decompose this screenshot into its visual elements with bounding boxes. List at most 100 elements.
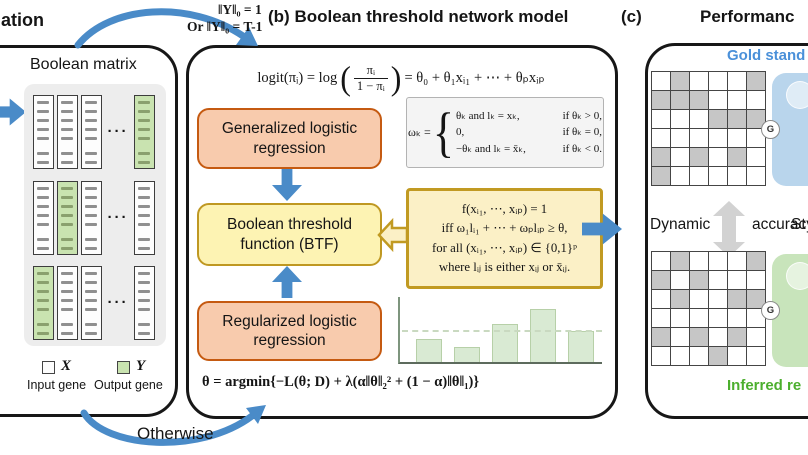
dash bbox=[138, 152, 150, 155]
dash bbox=[138, 161, 150, 164]
matrix-column bbox=[57, 181, 78, 255]
dash bbox=[138, 247, 150, 250]
grid-cell bbox=[690, 309, 708, 327]
boolean-matrix-label: Boolean matrix bbox=[30, 56, 137, 73]
dash bbox=[37, 137, 49, 140]
grid-cell bbox=[709, 309, 727, 327]
dash bbox=[37, 281, 49, 284]
dash bbox=[37, 101, 49, 104]
inferred-grid bbox=[651, 251, 766, 366]
dash bbox=[138, 223, 150, 226]
dash bbox=[138, 281, 150, 284]
grid-cell bbox=[709, 72, 727, 90]
dash bbox=[61, 238, 73, 241]
grid-cell bbox=[652, 328, 670, 346]
dash bbox=[138, 187, 150, 190]
gold-standard-grid bbox=[651, 71, 766, 186]
dash bbox=[37, 272, 49, 275]
dash bbox=[85, 110, 97, 113]
inferred-network-panel: G bbox=[761, 254, 808, 367]
argmin-formula: θ = argmin{−L(θ; D) + λ(α‖θ‖₂² + (1 − α)… bbox=[202, 374, 480, 390]
inferred-results-label: Inferred re bbox=[727, 377, 802, 394]
omega-case-row: θₖ and lₖ = xₖ,if θₖ > 0, bbox=[456, 108, 602, 125]
case-condition: if θₖ < 0. bbox=[562, 142, 602, 155]
dash bbox=[37, 187, 49, 190]
grid-cell bbox=[709, 167, 727, 185]
dash bbox=[37, 247, 49, 250]
dash bbox=[61, 247, 73, 250]
case-condition: if θₖ = 0, bbox=[562, 126, 602, 139]
dash bbox=[85, 101, 97, 104]
dash bbox=[85, 308, 97, 311]
dash bbox=[85, 238, 97, 241]
grid-cell bbox=[747, 110, 765, 128]
grid-cell bbox=[671, 290, 689, 308]
dash bbox=[85, 290, 97, 293]
top-condition-line2: Or ‖Y‖₀ = T-1 bbox=[187, 19, 263, 34]
dash bbox=[37, 223, 49, 226]
dash bbox=[61, 332, 73, 335]
grid-cell bbox=[671, 91, 689, 109]
dash bbox=[37, 323, 49, 326]
dash bbox=[138, 196, 150, 199]
matrix-group: ··· bbox=[24, 266, 166, 340]
dash bbox=[85, 272, 97, 275]
case-condition: if θₖ > 0, bbox=[562, 109, 602, 122]
grid-cell bbox=[652, 347, 670, 365]
dash bbox=[85, 247, 97, 250]
grid-cell bbox=[690, 110, 708, 128]
dash bbox=[37, 128, 49, 131]
note-line: f(xᵢ₁, ⋯, xᵢₚ) = 1 bbox=[461, 201, 548, 216]
dash bbox=[138, 323, 150, 326]
left-paren: ( bbox=[340, 58, 351, 97]
matrix-column bbox=[134, 266, 155, 340]
dash bbox=[61, 281, 73, 284]
dash bbox=[85, 187, 97, 190]
dash bbox=[85, 128, 97, 131]
gold-standard-label: Gold stand bbox=[727, 47, 806, 64]
matrix-column bbox=[33, 266, 54, 340]
dash bbox=[138, 101, 150, 104]
boolean-matrix-container: ········· bbox=[24, 84, 166, 346]
dash bbox=[61, 161, 73, 164]
dash bbox=[85, 152, 97, 155]
matrix-column bbox=[57, 266, 78, 340]
grid-cell bbox=[709, 252, 727, 270]
dash bbox=[37, 196, 49, 199]
matrix-column bbox=[57, 95, 78, 169]
panel-b-label: (b) bbox=[268, 7, 290, 26]
dash bbox=[37, 290, 49, 293]
dash bbox=[138, 205, 150, 208]
grid-cell bbox=[728, 271, 746, 289]
dash bbox=[85, 119, 97, 122]
omega-case-row: −θₖ and lₖ = x̄ₖ,if θₖ < 0. bbox=[456, 141, 602, 158]
legend-y-symbol: Y bbox=[136, 358, 146, 374]
gene-node-icon: G bbox=[761, 120, 780, 139]
grid-cell bbox=[690, 148, 708, 166]
dash bbox=[85, 205, 97, 208]
matrix-column bbox=[134, 181, 155, 255]
logit-fraction: πᵢ 1 − πᵢ bbox=[353, 63, 388, 93]
panel-b-header: (b) Boolean threshold network model bbox=[268, 7, 568, 27]
panel-b-title: Boolean threshold network model bbox=[294, 7, 569, 26]
dash bbox=[85, 223, 97, 226]
logit-lhs: logit(πᵢ) = log bbox=[257, 69, 338, 86]
dash bbox=[85, 332, 97, 335]
grid-cell bbox=[747, 309, 765, 327]
dash bbox=[61, 308, 73, 311]
generalized-logistic-regression-box: Generalized logistic regression bbox=[197, 108, 382, 169]
grid-cell bbox=[690, 91, 708, 109]
grid-cell bbox=[728, 309, 746, 327]
grid-cell bbox=[652, 148, 670, 166]
dash bbox=[85, 137, 97, 140]
dash bbox=[61, 205, 73, 208]
dash bbox=[61, 152, 73, 155]
matrix-group: ··· bbox=[24, 181, 166, 255]
omega-cases: θₖ and lₖ = xₖ,if θₖ > 0,0,if θₖ = 0,−θₖ… bbox=[456, 108, 602, 158]
omega-definition-box: ωₖ = { θₖ and lₖ = xₖ,if θₖ > 0,0,if θₖ … bbox=[406, 97, 604, 168]
grid-cell bbox=[671, 309, 689, 327]
grid-cell bbox=[728, 328, 746, 346]
matrix-column bbox=[134, 95, 155, 169]
grid-cell bbox=[728, 347, 746, 365]
